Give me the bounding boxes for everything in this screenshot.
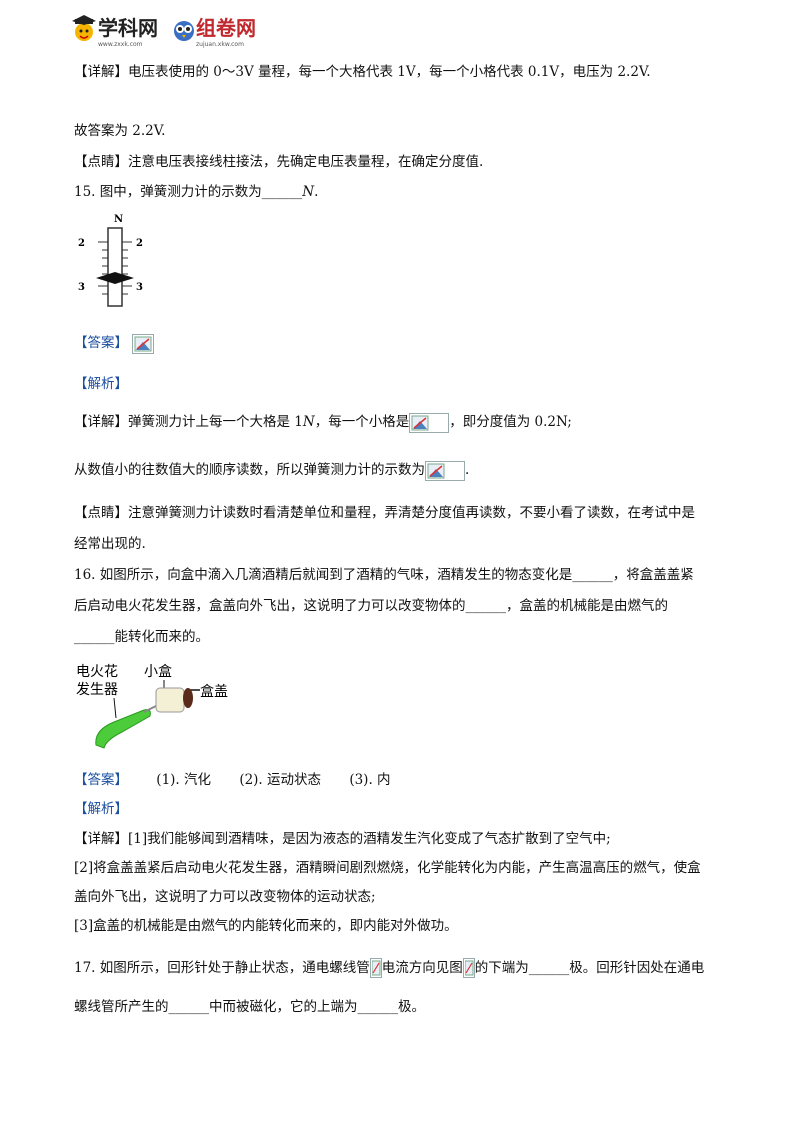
scale-label-n: N xyxy=(114,214,123,225)
q16-answer-2: (2). 运动状态 xyxy=(239,772,322,788)
scale-pointer xyxy=(96,272,134,284)
q16-line1: 16. 如图所示，向盒中滴入几滴酒精后就闻到了酒精的气味，酒精发生的物态变化是_… xyxy=(74,567,694,583)
q15-line2-end: . xyxy=(465,462,470,478)
q17-line2: 螺线管所产生的______中而被磁化，它的上端为______极。 xyxy=(74,999,425,1015)
q16-analysis: 【解析】 xyxy=(74,799,128,819)
q17-line1c: 的下端为______极。回形针因处在通电 xyxy=(474,960,705,976)
q15-detail-pre: 弹簧测力计上每一个大格是 1 xyxy=(128,414,303,430)
label-generator-line1: 电火花 xyxy=(76,664,118,680)
box-lid xyxy=(183,688,193,708)
q15-question-pre: 15. 图中，弹簧测力计的示数为 xyxy=(74,184,262,200)
spring-scale-figure: N 2 2 3 3 xyxy=(78,214,143,307)
small-box xyxy=(155,687,185,713)
q17-line1b: 电流方向见图 xyxy=(381,960,463,976)
tip-tag: 【点睛】 xyxy=(74,154,128,170)
scale-label-left-3: 3 xyxy=(78,282,85,293)
q16-answer: 【答案】 (1). 汽化 (2). 运动状态 (3). 内 xyxy=(74,770,391,790)
logo1-url: www.zxxk.com xyxy=(98,41,143,48)
zujuan-logo: 组卷网 zujuan.xkw.com xyxy=(172,10,256,50)
q16-detail2b: 盖向外飞出，这说明了力可以改变物体的运动状态; xyxy=(74,889,376,905)
broken-image-icon xyxy=(409,412,450,433)
q15-detail: 【详解】弹簧测力计上每一个大格是 1N，每一个小格是 ，即分度值为 0.2N; xyxy=(74,412,572,433)
label-generator-line2: 发生器 xyxy=(76,682,118,698)
q14-tip: 【点睛】注意电压表接线柱接法，先确定电压表量程，在确定分度值. xyxy=(74,152,483,172)
q15-end: . xyxy=(314,184,319,200)
q15-detail-mid: ，每一个小格是 xyxy=(314,414,410,430)
q16-detail1: 【详解】[1]我们能够闻到酒精味，是因为液态的酒精发生汽化变成了气态扩散到了空气… xyxy=(74,829,611,849)
q16-line2: 后启动电火花发生器，盒盖向外飞出，这说明了力可以改变物体的______，盒盖的机… xyxy=(74,598,668,614)
q16-detail2a: [2]将盒盖盖紧后启动电火花发生器，酒精瞬间剧烈燃烧，化学能转化为内能，产生高温… xyxy=(74,860,701,876)
detail-tag: 【详解】 xyxy=(74,414,128,430)
broken-image-icon xyxy=(462,958,475,978)
mascot-icon xyxy=(72,15,96,41)
q15-line2: 从数值小的往数值大的顺序读数，所以弹簧测力计的示数为. xyxy=(74,460,469,481)
q15-answer: 【答案】 xyxy=(74,333,155,354)
q16-answer-3: (3). 内 xyxy=(349,772,391,788)
q17-line1: 17. 如图所示，回形针处于静止状态，通电螺线管电流方向见图的下端为______… xyxy=(74,958,704,978)
q16-detail3: [3]盒盖的机械能是由燃气的内能转化而来的，即内能对外做功。 xyxy=(74,918,458,934)
broken-image-icon xyxy=(132,333,155,354)
q15-detail-post: ，即分度值为 0.2N; xyxy=(449,414,572,430)
q16-line3: ______能转化而来的。 xyxy=(74,629,209,645)
logo2-text: 组卷网 xyxy=(196,16,256,40)
q14-tip-text: 注意电压表接线柱接法，先确定电压表量程，在确定分度值. xyxy=(128,154,484,170)
scale-label-right-2: 2 xyxy=(136,238,143,249)
scale-label-right-3: 3 xyxy=(136,282,143,293)
q16-detail1-text: [1]我们能够闻到酒精味，是因为液态的酒精发生汽化变成了气态扩散到了空气中; xyxy=(128,831,611,847)
detail-tag: 【详解】 xyxy=(74,831,128,847)
detail-tag: 【详解】 xyxy=(74,64,128,80)
q17-line1a: 17. 如图所示，回形针处于静止状态，通电螺线管 xyxy=(74,960,370,976)
q15-blank: ______ xyxy=(261,184,303,200)
answer-tag: 【答案】 xyxy=(74,772,128,788)
q14-answer-text: 故答案为 2.2V. xyxy=(74,123,166,139)
logo2-url: zujuan.xkw.com xyxy=(196,41,244,48)
spark-generator-figure: 电火花 发生器 小盒 盒盖 xyxy=(76,663,228,749)
q15-analysis: 【解析】 xyxy=(74,374,128,394)
q15-tip: 【点睛】注意弹簧测力计读数时看清楚单位和量程，弄清楚分度值再读数，不要小看了读数… xyxy=(74,503,695,523)
zxxk-logo: 学科网 www.zxxk.com xyxy=(72,10,158,50)
analysis-tag: 【解析】 xyxy=(74,376,128,392)
owl-icon xyxy=(174,21,194,41)
tip-tag: 【点睛】 xyxy=(74,505,128,521)
q15-tip-text1: 注意弹簧测力计读数时看清楚单位和量程，弄清楚分度值再读数，不要小看了读数，在考试… xyxy=(128,505,695,521)
generator-body xyxy=(95,709,151,749)
logo1-text: 学科网 xyxy=(98,16,158,40)
q15-line2-pre: 从数值小的往数值大的顺序读数，所以弹簧测力计的示数为 xyxy=(74,462,425,478)
q14-detail: 【详解】电压表使用的 0～3V 量程，每一个大格代表 1V，每一个小格代表 0.… xyxy=(74,62,651,82)
q15-detail-unit: N xyxy=(302,414,315,430)
q15-tip-text2: 经常出现的. xyxy=(74,536,146,552)
broken-image-icon xyxy=(425,460,465,481)
label-box: 小盒 xyxy=(144,663,172,680)
answer-tag: 【答案】 xyxy=(74,335,128,351)
q15-unit: N xyxy=(302,184,315,200)
analysis-tag: 【解析】 xyxy=(74,801,128,817)
broken-image-icon xyxy=(369,958,382,978)
q14-detail-text: 电压表使用的 0～3V 量程，每一个大格代表 1V，每一个小格代表 0.1V，电… xyxy=(128,64,651,80)
label-lid: 盒盖 xyxy=(200,683,228,700)
scale-label-left-2: 2 xyxy=(78,238,85,249)
q15-question: 15. 图中，弹簧测力计的示数为______N. xyxy=(74,182,318,202)
q16-answer-1: (1). 汽化 xyxy=(156,772,212,788)
